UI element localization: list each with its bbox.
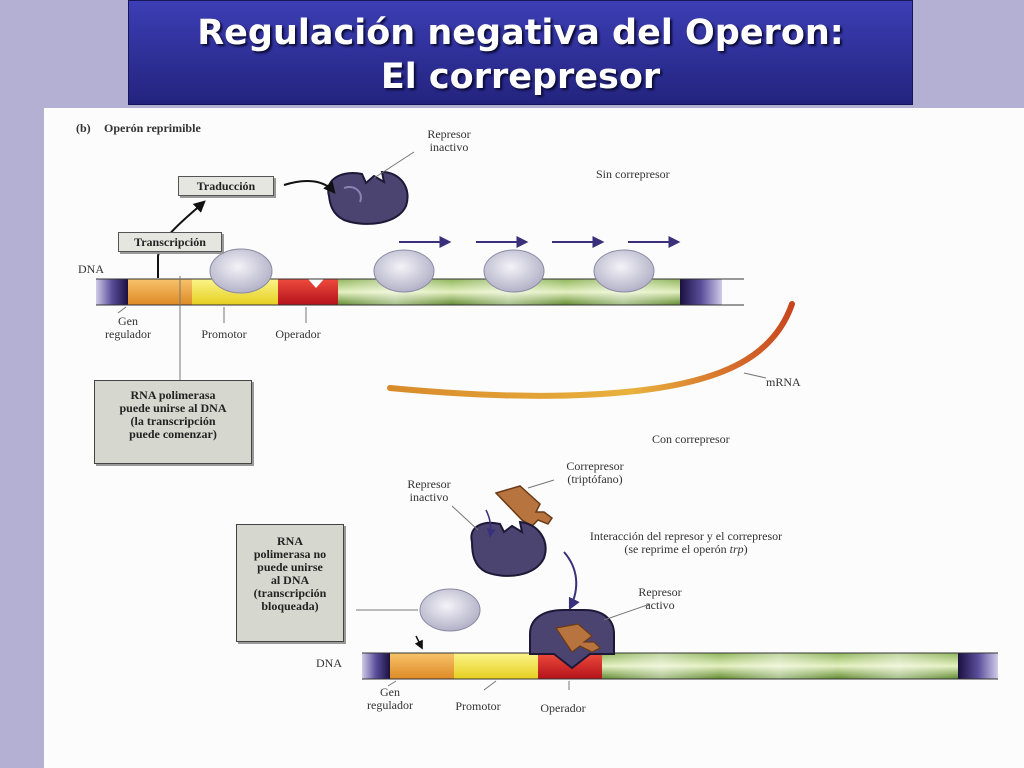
- operador-bottom-label: Operador: [540, 701, 586, 715]
- traduccion-label: Traducción: [178, 176, 274, 196]
- slide-title-line2: El correpresor: [380, 57, 661, 97]
- box-line: (la transcripción: [130, 414, 216, 428]
- label-line: regulador: [105, 327, 151, 341]
- correpresor-label: Correpresor (triptófano): [552, 460, 638, 486]
- box-line: puede comenzar): [129, 427, 217, 441]
- gen-regulador-bottom-label: Gen regulador: [360, 686, 420, 712]
- label-line: Represor: [638, 585, 682, 599]
- label-line: regulador: [367, 698, 413, 712]
- interaccion-label: Interacción del represor y el correpreso…: [572, 530, 800, 556]
- con-correpresor-label: Con correpresor: [652, 432, 730, 446]
- promoter-segment-bottom: [454, 653, 538, 679]
- dna-label-bottom: DNA: [316, 656, 342, 670]
- label-part: ): [743, 542, 748, 556]
- rna-polymerase-blocked-box: RNA polimerasa no puede unirse al DNA (t…: [236, 524, 344, 642]
- label-line: Correpresor: [566, 459, 624, 473]
- label-line: Represor: [407, 477, 451, 491]
- operador-top-label: Operador: [275, 327, 321, 341]
- box-line: RNA: [277, 534, 303, 548]
- dna-strand-bottom: [362, 652, 998, 680]
- sin-correpresor-label: Sin correpresor: [596, 167, 670, 181]
- repressor-inactive-bottom-icon: [470, 520, 547, 577]
- gene-regulator-segment-bottom: [390, 653, 454, 679]
- panel-letter: (b): [76, 121, 91, 135]
- operator-segment-top: [278, 279, 338, 305]
- dna-label-top: DNA: [78, 262, 104, 276]
- label-line: inactivo: [409, 490, 449, 504]
- promotor-bottom-label: Promotor: [455, 699, 501, 713]
- rna-polymerase-can-bind-box: RNA polimerasa puede unirse al DNA (la t…: [94, 380, 252, 464]
- repressor-inactive-icon: [327, 170, 409, 225]
- box-line: bloqueada): [261, 599, 319, 613]
- represor-inactivo-top-label: Represor inactivo: [418, 128, 480, 154]
- rna-polymerase-blocked-icon: [419, 588, 481, 632]
- box-line: puede unirse al DNA: [119, 401, 227, 415]
- gen-regulador-top-label: Gen regulador: [98, 315, 158, 341]
- label-line: Gen: [118, 314, 138, 328]
- mrna-label: mRNA: [766, 375, 801, 389]
- represor-activo-label: Represor activo: [630, 586, 690, 612]
- label-part: (se reprime el operón: [624, 542, 730, 556]
- label-line: Interacción del represor y el correpreso…: [589, 529, 783, 543]
- rna-polymerase-icon: [483, 249, 545, 293]
- label-line: inactivo: [429, 140, 469, 154]
- slide-title-line1: Regulación negativa del Operon:: [197, 13, 844, 53]
- box-line: polimerasa no: [253, 547, 327, 561]
- operon-diagram: [96, 151, 998, 691]
- label-line: Gen: [380, 685, 400, 699]
- represor-inactivo-bottom-label: Represor inactivo: [396, 478, 462, 504]
- label-line: activo: [645, 598, 675, 612]
- dna-strand-top: [96, 278, 744, 306]
- label-italic: trp: [729, 542, 744, 556]
- rna-polymerase-icon: [593, 249, 655, 293]
- promotor-top-label: Promotor: [201, 327, 247, 341]
- transcripcion-label: Transcripción: [118, 232, 222, 252]
- panel-title: Operón reprimible: [104, 121, 201, 135]
- rna-polymerase-icon: [373, 249, 435, 293]
- label-line: (se reprime el operón trp): [572, 543, 800, 556]
- rna-polymerase-top-group: [209, 248, 655, 294]
- mrna-strand: [387, 301, 795, 399]
- rna-polymerase-icon: [209, 248, 273, 294]
- gene-regulator-segment-top: [128, 279, 192, 305]
- slide-title: Regulación negativa del Operon: El corre…: [128, 0, 913, 105]
- label-line: (triptófano): [567, 472, 623, 486]
- label-line: Represor: [427, 127, 471, 141]
- box-line: puede unirse: [257, 560, 323, 574]
- corepressor-icon: [494, 485, 554, 527]
- figure-panel: (b) Operón reprimible Represor inactivo …: [44, 108, 1024, 768]
- box-line: al DNA: [270, 573, 310, 587]
- box-line: (transcripción: [253, 586, 327, 600]
- box-line: RNA polimerasa: [130, 388, 216, 402]
